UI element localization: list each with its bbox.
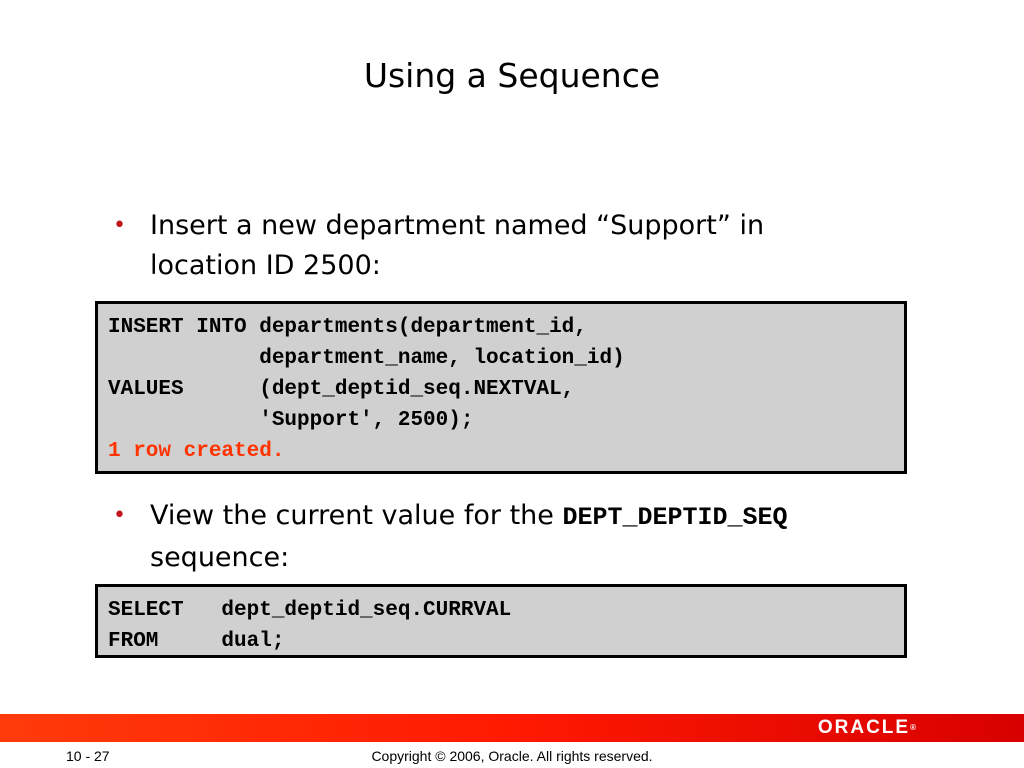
bullet-insert: • Insert a new department named “Support… [113,206,873,286]
code-result: 1 row created. [108,440,285,463]
bullet-text-lead: View the current value for the [150,500,563,531]
code-line: 'Support', 2500); [108,409,474,432]
slide-title: Using a Sequence [363,56,661,95]
copyright-text: Copyright © 2006, Oracle. All rights res… [371,748,653,764]
code-line: INSERT INTO departments(department_id, [108,316,587,339]
page-number: 10 - 27 [66,748,110,764]
logo-text: ORACLE [817,717,911,738]
code-line: VALUES (dept_deptid_seq.NEXTVAL, [108,378,575,401]
bullet-text-tail: sequence: [150,542,290,573]
footer-bar: ORACLE® [0,714,1024,742]
code-block-select: SELECT dept_deptid_seq.CURRVAL FROM dual… [95,584,907,658]
bullet-text: View the current value for the DEPT_DEPT… [150,496,873,578]
code-line: FROM dual; [108,630,285,653]
sequence-name: DEPT_DEPTID_SEQ [562,503,788,532]
bullet-marker: • [113,213,126,238]
code-line: department_name, location_id) [108,347,625,370]
bullet-marker: • [113,503,126,528]
code-line: SELECT dept_deptid_seq.CURRVAL [108,599,512,622]
bullet-text: Insert a new department named “Support” … [150,210,765,281]
bullet-view: • View the current value for the DEPT_DE… [113,496,873,578]
oracle-logo: ORACLE® [818,718,916,738]
registered-mark: ® [910,723,916,732]
code-block-insert: INSERT INTO departments(department_id, d… [95,301,907,474]
